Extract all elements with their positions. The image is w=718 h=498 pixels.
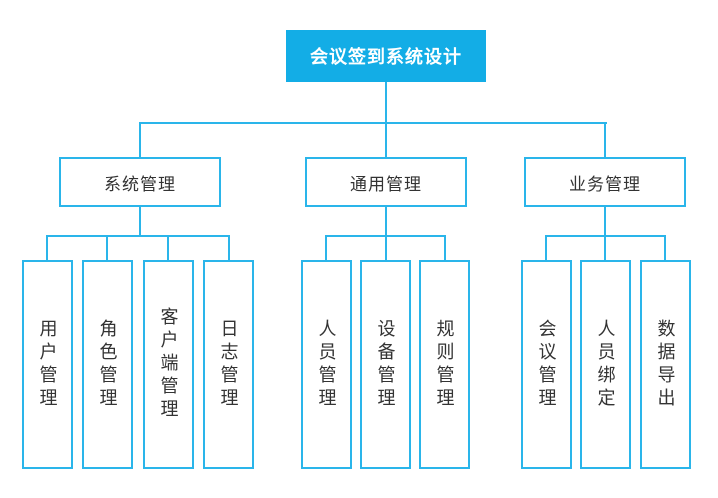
leaf-node-device-mgmt: 设备管理 bbox=[360, 260, 411, 469]
leaf-node-log-mgmt: 日志管理 bbox=[203, 260, 254, 469]
connector-line bbox=[604, 122, 606, 157]
connector-line bbox=[139, 122, 141, 157]
connector-line bbox=[664, 235, 666, 260]
connector-line bbox=[325, 235, 327, 260]
leaf-node-personnel-mgmt: 人员管理 bbox=[301, 260, 352, 469]
connector-line bbox=[385, 207, 387, 237]
connector-line bbox=[545, 235, 547, 260]
leaf-node-user-mgmt: 用户管理 bbox=[22, 260, 73, 469]
branch-node-system: 系统管理 bbox=[59, 157, 221, 207]
connector-line bbox=[444, 235, 446, 260]
connector-line bbox=[385, 235, 387, 260]
root-node: 会议签到系统设计 bbox=[286, 30, 486, 82]
connector-line bbox=[167, 235, 169, 260]
connector-line bbox=[604, 235, 606, 260]
connector-line bbox=[46, 235, 230, 237]
connector-line bbox=[228, 235, 230, 260]
connector-line bbox=[385, 82, 387, 122]
connector-line bbox=[139, 122, 607, 124]
connector-line bbox=[385, 122, 387, 157]
leaf-node-role-mgmt: 角色管理 bbox=[82, 260, 133, 469]
branch-node-business: 业务管理 bbox=[524, 157, 686, 207]
leaf-node-personnel-binding: 人员绑定 bbox=[580, 260, 631, 469]
connector-line bbox=[604, 207, 606, 237]
leaf-node-meeting-mgmt: 会议管理 bbox=[521, 260, 572, 469]
connector-line bbox=[46, 235, 48, 260]
connector-line bbox=[139, 207, 141, 237]
leaf-node-data-export: 数据导出 bbox=[640, 260, 691, 469]
branch-node-general: 通用管理 bbox=[305, 157, 467, 207]
leaf-node-client-mgmt: 客户端管理 bbox=[143, 260, 194, 469]
connector-line bbox=[106, 235, 108, 260]
leaf-node-rule-mgmt: 规则管理 bbox=[419, 260, 470, 469]
